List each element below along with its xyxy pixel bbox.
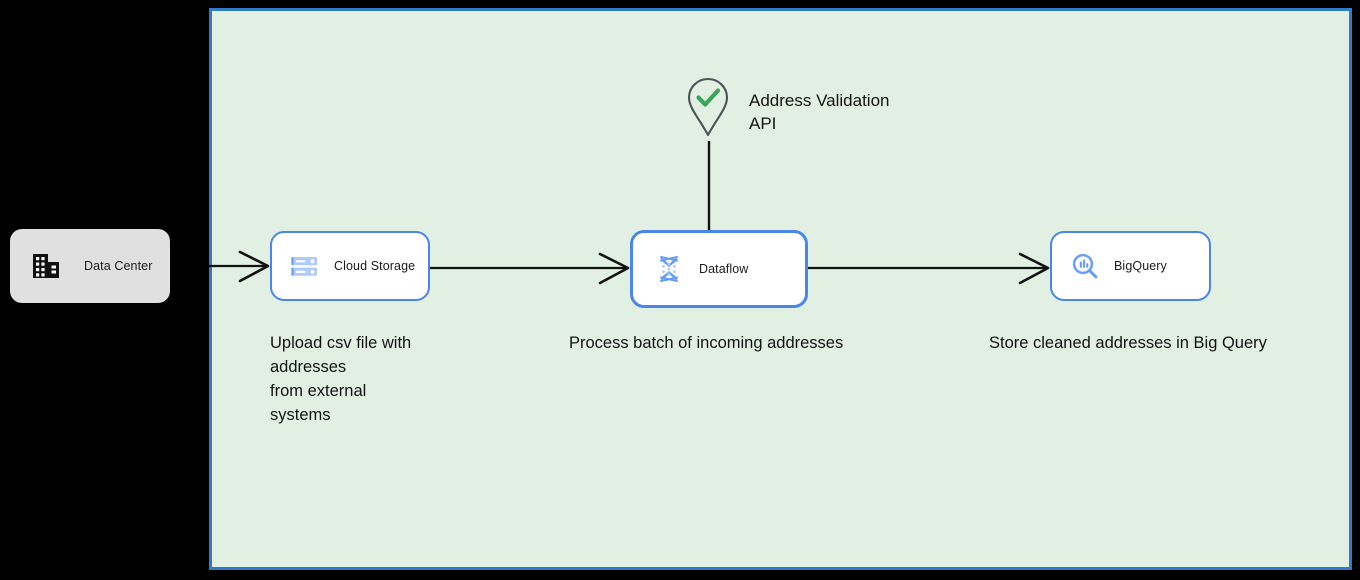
node-dataflow[interactable]: Dataflow xyxy=(630,230,808,308)
node-address-validation-label: Address Validation API xyxy=(749,91,890,133)
node-data-center-label: Data Center xyxy=(84,259,153,273)
bigquery-icon xyxy=(1070,251,1100,281)
caption-dataflow: Process batch of incoming addresses xyxy=(569,334,844,352)
node-address-validation[interactable] xyxy=(685,77,731,137)
node-data-center[interactable]: Data Center xyxy=(10,229,170,303)
data-center-building-icon xyxy=(30,250,62,282)
caption-cloud-storage: Upload csv file with addresses from exte… xyxy=(270,334,412,424)
node-bigquery[interactable]: BigQuery xyxy=(1050,231,1211,301)
node-cloud-storage-label: Cloud Storage xyxy=(334,259,416,273)
map-pin-check-icon xyxy=(687,77,729,137)
caption-bigquery: Store cleaned addresses in Big Query xyxy=(989,334,1267,352)
cloud-storage-icon xyxy=(290,251,320,281)
dataflow-icon xyxy=(653,253,685,285)
node-bigquery-label: BigQuery xyxy=(1114,259,1167,273)
node-dataflow-label: Dataflow xyxy=(699,262,749,276)
node-cloud-storage[interactable]: Cloud Storage xyxy=(270,231,430,301)
